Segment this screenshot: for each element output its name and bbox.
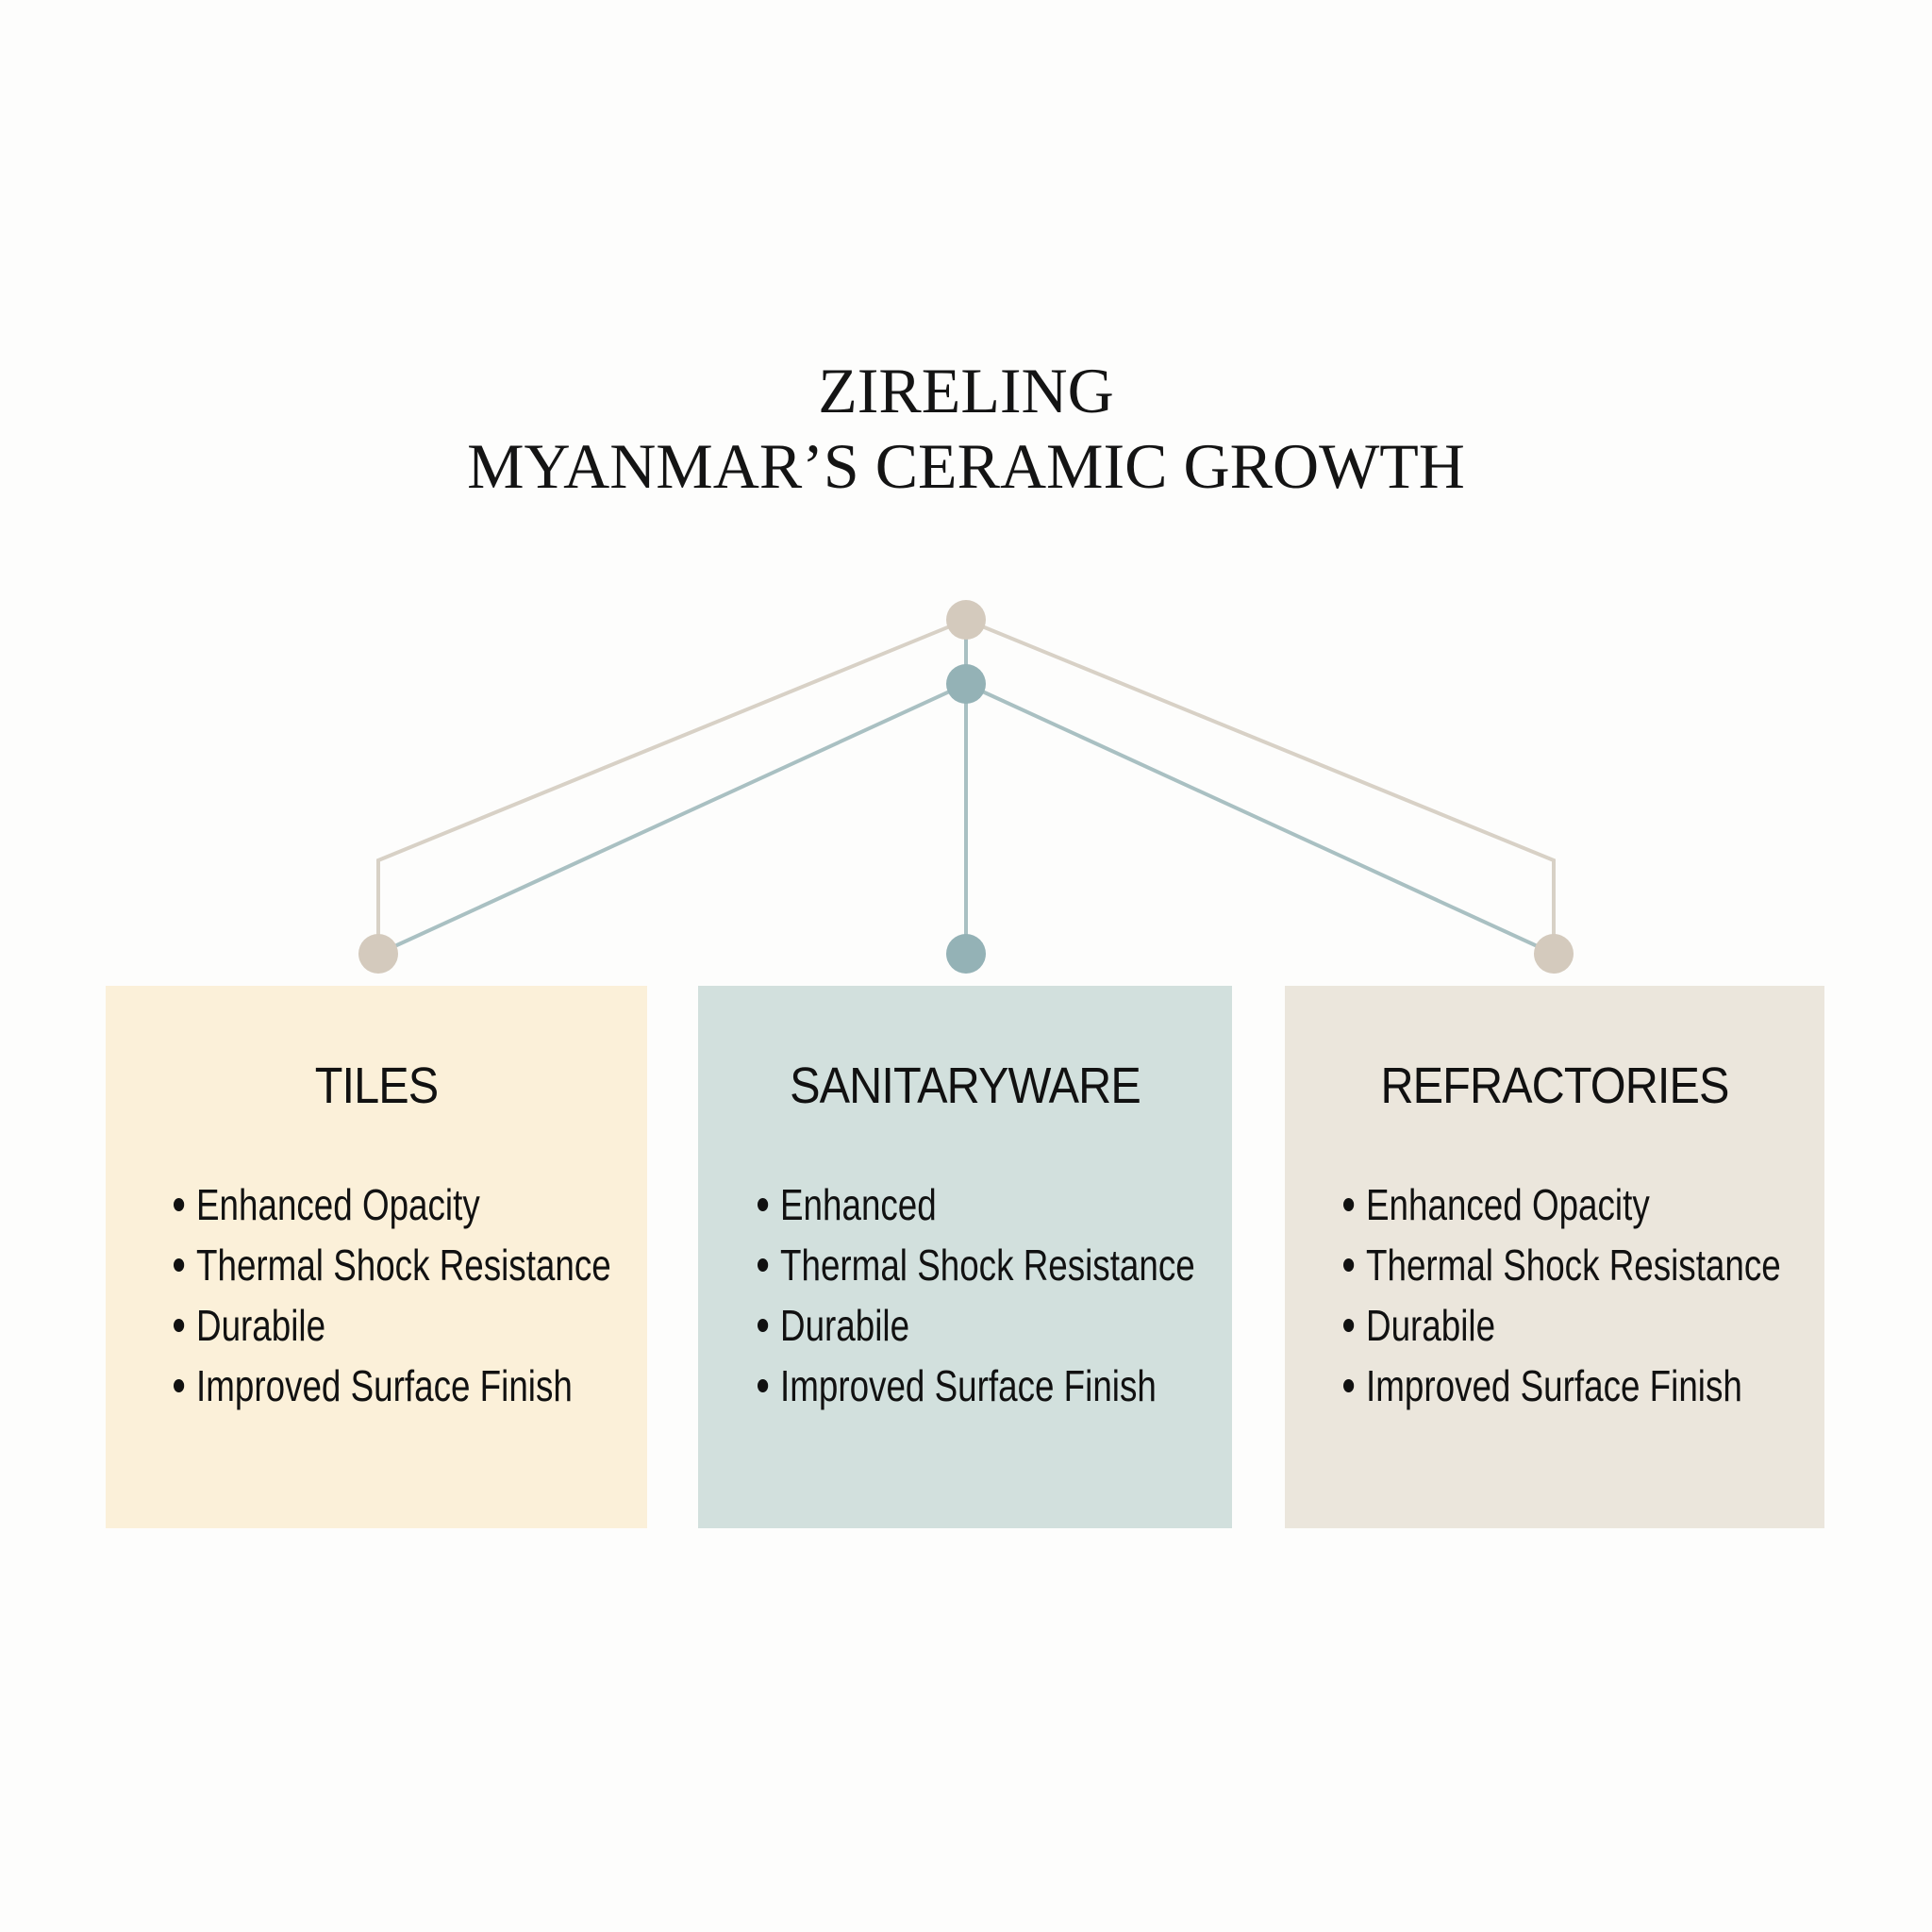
card-title: REFRACTORIES bbox=[1380, 1058, 1729, 1114]
list-item: Improved Surface Finish bbox=[758, 1356, 1195, 1416]
item-text: Enhanced Opacity bbox=[196, 1180, 480, 1229]
bullet-icon bbox=[1343, 1378, 1355, 1392]
bullet-icon bbox=[758, 1197, 769, 1211]
list-item: Durabile bbox=[174, 1295, 611, 1356]
bullet-icon bbox=[174, 1318, 185, 1332]
beige-connector-left bbox=[376, 618, 967, 954]
item-text: Enhanced bbox=[780, 1180, 937, 1229]
feature-list: Enhanced Opacity Thermal Shock Resistanc… bbox=[1343, 1174, 1890, 1416]
node-refractories bbox=[1534, 934, 1574, 974]
node-sanitaryware bbox=[946, 934, 986, 974]
card-title: TILES bbox=[314, 1058, 439, 1114]
item-text: Durabile bbox=[196, 1301, 326, 1350]
beige-connector-right bbox=[965, 618, 1556, 954]
sanitaryware-card: SANITARYWARE Enhanced Thermal Shock Resi… bbox=[698, 986, 1232, 1528]
teal-connector-right bbox=[965, 682, 1555, 956]
bullet-icon bbox=[174, 1197, 185, 1211]
list-item: Durabile bbox=[1343, 1295, 1781, 1356]
list-item: Durabile bbox=[758, 1295, 1195, 1356]
refractories-card: REFRACTORIES Enhanced Opacity Thermal Sh… bbox=[1285, 986, 1824, 1528]
title-line-2: MYANMAR’S CERAMIC GROWTH bbox=[467, 430, 1465, 502]
bullet-icon bbox=[174, 1257, 185, 1272]
item-text: Improved Surface Finish bbox=[196, 1361, 573, 1410]
bullet-icon bbox=[1343, 1257, 1355, 1272]
item-text: Durabile bbox=[780, 1301, 910, 1350]
feature-list: Enhanced Opacity Thermal Shock Resistanc… bbox=[174, 1174, 721, 1416]
item-text: Enhanced Opacity bbox=[1366, 1180, 1650, 1229]
list-item: Thermal Shock Resistance bbox=[174, 1235, 611, 1295]
item-text: Thermal Shock Resistance bbox=[1366, 1241, 1781, 1290]
top-node-beige bbox=[946, 600, 986, 640]
card-title: SANITARYWARE bbox=[790, 1058, 1141, 1114]
item-text: Thermal Shock Resistance bbox=[196, 1241, 611, 1290]
item-text: Improved Surface Finish bbox=[1366, 1361, 1742, 1410]
top-node-teal bbox=[946, 664, 986, 704]
list-item: Thermal Shock Resistance bbox=[1343, 1235, 1781, 1295]
teal-connector-left bbox=[377, 682, 967, 956]
item-text: Improved Surface Finish bbox=[780, 1361, 1157, 1410]
item-text: Thermal Shock Resistance bbox=[780, 1241, 1195, 1290]
list-item: Enhanced Opacity bbox=[174, 1174, 611, 1235]
feature-list: Enhanced Thermal Shock Resistance Durabi… bbox=[758, 1174, 1305, 1416]
list-item: Enhanced Opacity bbox=[1343, 1174, 1781, 1235]
node-tiles bbox=[358, 934, 398, 974]
list-item: Enhanced bbox=[758, 1174, 1195, 1235]
bullet-icon bbox=[1343, 1197, 1355, 1211]
list-item: Improved Surface Finish bbox=[174, 1356, 611, 1416]
list-item: Improved Surface Finish bbox=[1343, 1356, 1781, 1416]
bullet-icon bbox=[174, 1378, 185, 1392]
title-line-1: ZIRELING bbox=[818, 355, 1114, 426]
bullet-icon bbox=[758, 1257, 769, 1272]
bullet-icon bbox=[758, 1378, 769, 1392]
list-item: Thermal Shock Resistance bbox=[758, 1235, 1195, 1295]
bullet-icon bbox=[758, 1318, 769, 1332]
tiles-card: TILES Enhanced Opacity Thermal Shock Res… bbox=[106, 986, 647, 1528]
item-text: Durabile bbox=[1366, 1301, 1496, 1350]
bullet-icon bbox=[1343, 1318, 1355, 1332]
